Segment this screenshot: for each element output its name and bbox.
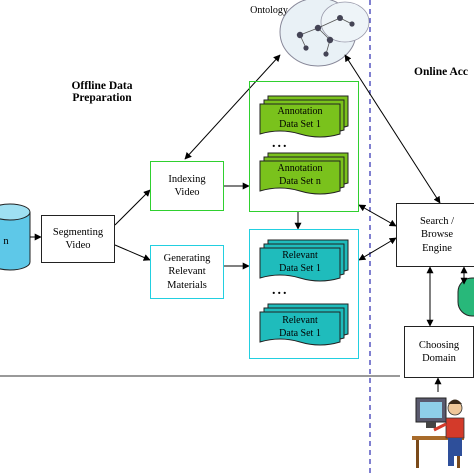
indexing-video-box: Indexing Video (150, 161, 224, 211)
database-cylinder-icon (0, 203, 31, 271)
arrow-annotation-search (358, 204, 397, 227)
arrow-relevant-search (358, 237, 397, 261)
relevant-stack-1 (259, 239, 349, 282)
annotation-group-container (249, 81, 359, 212)
relevant-ellipsis: ... (272, 283, 289, 298)
ontology-graph-icon (279, 0, 370, 67)
annotation-stack-n (259, 152, 349, 195)
database-label: n (3, 236, 9, 247)
search-browse-engine-box: Search / Browse Engine (396, 203, 474, 267)
relevant-group-container (249, 229, 359, 359)
segmenting-video-box: Segmenting Video (41, 215, 115, 263)
annotation-set-last-label: Annotation Data Set n (277, 163, 323, 187)
arrow-segment-to-indexing (114, 189, 151, 226)
segmenting-video-label: Segmenting Video (52, 226, 104, 251)
annotation-ellipsis: ... (272, 136, 289, 151)
online-section-title: Online Acc (414, 66, 468, 78)
arrow-ontology-indexing (184, 54, 281, 160)
arrow-segment-to-generating (114, 244, 151, 261)
choosing-domain-box: Choosing Domain (404, 326, 474, 378)
relevant-set-last-label: Relevant Data Set 1 (279, 315, 321, 339)
user-at-computer-icon (412, 397, 465, 468)
relevant-set-first-label: Relevant Data Set 1 (279, 250, 321, 274)
generating-materials-box: Generating Relevant Materials (150, 245, 224, 299)
arrow-ontology-search (344, 54, 441, 204)
annotation-stack-1 (259, 95, 349, 138)
offline-section-title: Offline Data Preparation (71, 80, 133, 104)
domain-blob (457, 277, 474, 317)
annotation-set-first-label: Annotation Data Set 1 (277, 106, 323, 130)
generating-materials-label: Generating Relevant Materials (163, 253, 211, 291)
relevant-stack-2 (259, 303, 349, 346)
indexing-video-label: Indexing Video (168, 173, 206, 198)
search-browse-engine-label: Search / Browse Engine (419, 216, 455, 254)
arrows (30, 54, 468, 392)
ontology-label: Ontology (250, 5, 288, 16)
choosing-domain-label: Choosing Domain (418, 339, 460, 364)
